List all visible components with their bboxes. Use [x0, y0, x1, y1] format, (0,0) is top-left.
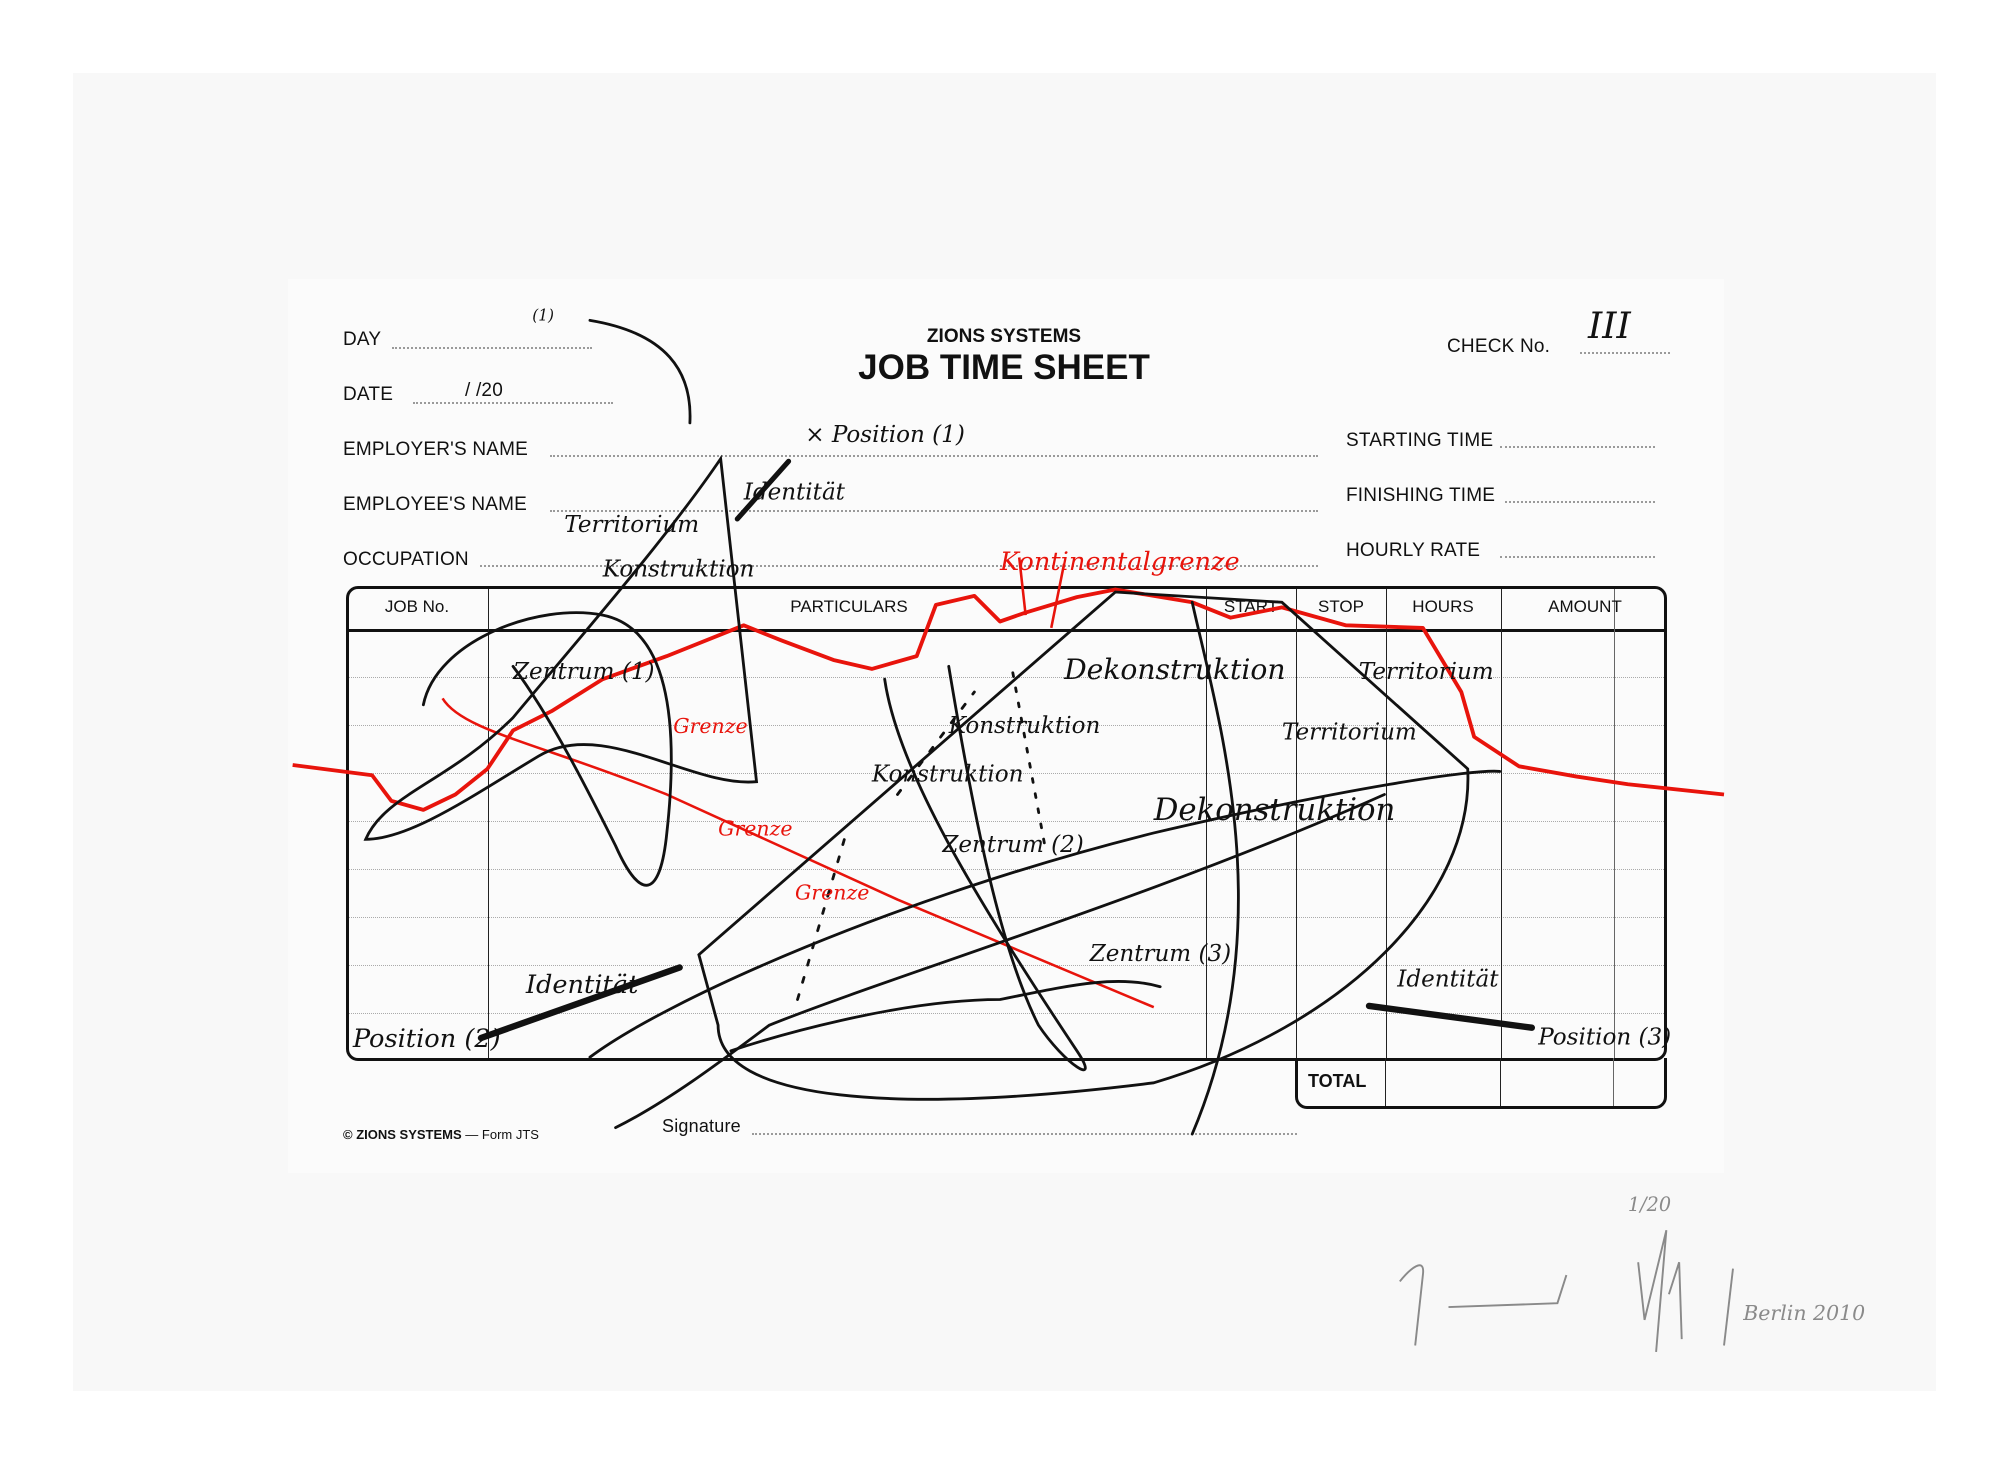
- footer-copyright: © ZIONS SYSTEMS — Form JTS: [343, 1127, 539, 1142]
- footer-brand: © ZIONS SYSTEMS: [343, 1127, 462, 1142]
- header-job-no: JOB No.: [384, 597, 450, 616]
- finishing-time-label: FINISHING TIME: [1346, 485, 1496, 506]
- hourly-rate-label: HOURLY RATE: [1346, 540, 1481, 561]
- cents-divider: [1613, 1058, 1614, 1106]
- total-label: TOTAL: [1308, 1071, 1367, 1091]
- table-header-divider: [349, 629, 1664, 632]
- footer-form-code: — Form JTS: [465, 1127, 539, 1142]
- employer-name-field[interactable]: [550, 455, 1318, 457]
- form-title: JOB TIME SHEET: [858, 348, 1150, 387]
- occupation-label: OCCUPATION: [343, 549, 469, 570]
- header-hours: HOURS: [1412, 597, 1474, 616]
- day-field[interactable]: [392, 347, 592, 349]
- table-row[interactable]: [349, 869, 1664, 870]
- header-start: START: [1223, 597, 1279, 616]
- column-divider: [1296, 589, 1297, 1058]
- table-row[interactable]: [349, 773, 1664, 774]
- header-amount: AMOUNT: [1548, 597, 1622, 616]
- date-value: / /20: [465, 380, 503, 401]
- check-number-value: III: [1588, 306, 1631, 347]
- occupation-field[interactable]: [480, 565, 1318, 567]
- table-row[interactable]: [349, 821, 1664, 822]
- signature-label: Signature: [662, 1116, 741, 1136]
- table-row[interactable]: [349, 725, 1664, 726]
- table-row[interactable]: [349, 917, 1664, 918]
- table-row[interactable]: [349, 1013, 1664, 1014]
- check-number-line: [1580, 352, 1670, 354]
- employer-name-label: EMPLOYER'S NAME: [343, 439, 529, 460]
- column-divider: [488, 589, 489, 1058]
- date-label: DATE: [343, 384, 394, 405]
- starting-time-label: STARTING TIME: [1346, 430, 1494, 451]
- employee-name-field[interactable]: [550, 510, 1318, 512]
- table-row[interactable]: [349, 677, 1664, 678]
- column-divider: [1501, 589, 1502, 1058]
- check-number-label: CHECK No.: [1447, 336, 1551, 357]
- header-stop: STOP: [1318, 597, 1364, 616]
- brand-name: ZIONS SYSTEMS: [926, 326, 1082, 347]
- column-divider: [1385, 1058, 1386, 1106]
- column-divider: [1206, 589, 1207, 1058]
- column-divider: [1386, 589, 1387, 1058]
- cents-divider: [1614, 589, 1615, 1058]
- total-box: TOTAL: [1295, 1058, 1667, 1109]
- table-row[interactable]: [349, 965, 1664, 966]
- time-table: JOB No. PARTICULARS START STOP HOURS AMO…: [346, 586, 1667, 1061]
- day-label: DAY: [343, 329, 382, 350]
- header-particulars: PARTICULARS: [790, 597, 908, 616]
- employee-name-label: EMPLOYEE'S NAME: [343, 494, 528, 515]
- finishing-time-field[interactable]: [1505, 501, 1655, 503]
- starting-time-field[interactable]: [1500, 446, 1655, 448]
- date-field[interactable]: [413, 402, 613, 404]
- column-divider: [1500, 1058, 1501, 1106]
- hourly-rate-field[interactable]: [1500, 556, 1655, 558]
- signature-field[interactable]: [752, 1133, 1297, 1135]
